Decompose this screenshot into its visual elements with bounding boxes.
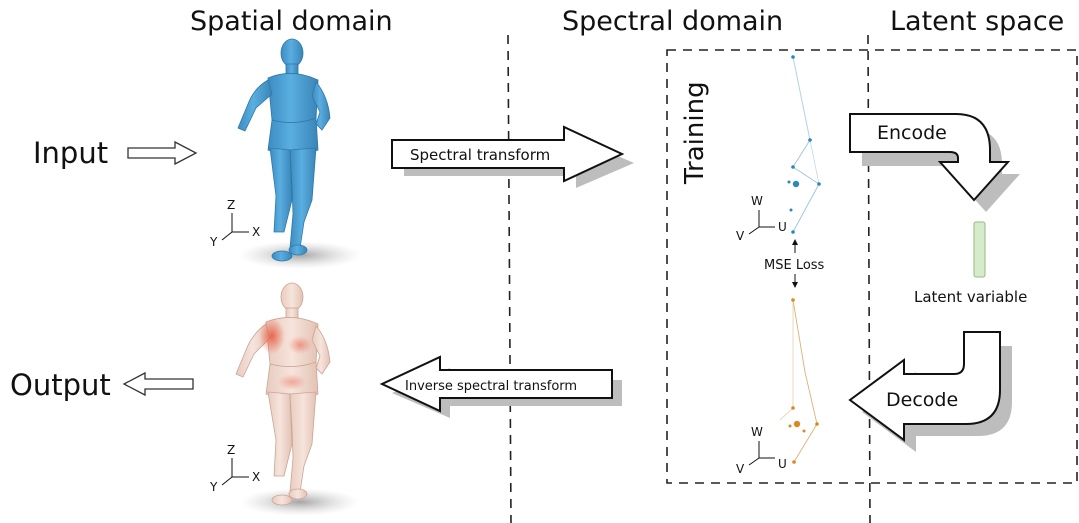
- axis-v-label-2: V: [736, 462, 745, 476]
- axis-z-label-2: Z: [227, 443, 235, 457]
- input-mesh-figure: [237, 38, 362, 269]
- training-label: Training: [680, 81, 710, 185]
- axis-u-label: U: [778, 220, 787, 234]
- mse-loss-label: MSE Loss: [764, 258, 825, 273]
- latent-variable-label: Latent variable: [914, 288, 1027, 306]
- spectral-plot-bottom: [779, 298, 819, 464]
- spectral-plot-top: [787, 55, 821, 234]
- axis-w-label: W: [751, 194, 763, 208]
- axis-y-label-2: Y: [209, 480, 218, 494]
- input-arrow: [127, 140, 198, 166]
- separator-spectral-latent: [867, 34, 871, 523]
- mse-loss-indicator: MSE Loss: [764, 239, 825, 288]
- encode-label: Encode: [877, 122, 947, 144]
- axis-x-label: X: [252, 225, 260, 239]
- axis-y-label: Y: [209, 235, 218, 249]
- spectral-transform-arrow: Spectral transform: [391, 125, 634, 188]
- spectral-transform-label: Spectral transform: [410, 146, 550, 164]
- inverse-spectral-transform-label: Inverse spectral transform: [405, 379, 577, 394]
- input-label: Input: [33, 136, 108, 170]
- output-label: Output: [10, 368, 111, 402]
- header-spectral-domain: Spectral domain: [562, 6, 783, 37]
- axis-x-label-2: X: [252, 470, 260, 484]
- output-arrow: [122, 371, 194, 397]
- decode-label: Decode: [886, 389, 958, 411]
- decode-arrow: Decode: [848, 331, 1012, 452]
- training-box: [666, 49, 1078, 484]
- axis-v-label: V: [736, 229, 745, 243]
- latent-variable-bar: [973, 221, 986, 278]
- spatial-axes-output: Z X Y: [209, 443, 260, 494]
- encode-arrow: Encode: [849, 113, 1020, 212]
- inverse-spectral-transform-arrow: Inverse spectral transform: [379, 355, 622, 418]
- spectral-axes-top: W U V: [736, 194, 787, 243]
- separator-spatial-spectral: [507, 34, 512, 523]
- spatial-axes-input: Z X Y: [209, 198, 260, 249]
- header-latent-space: Latent space: [890, 6, 1064, 37]
- spectral-axes-bottom: W U V: [736, 425, 787, 476]
- output-mesh-figure: [235, 282, 360, 516]
- axis-w-label-2: W: [751, 425, 763, 439]
- axis-u-label-2: U: [778, 457, 787, 471]
- header-spatial-domain: Spatial domain: [190, 6, 393, 37]
- axis-z-label: Z: [227, 198, 235, 212]
